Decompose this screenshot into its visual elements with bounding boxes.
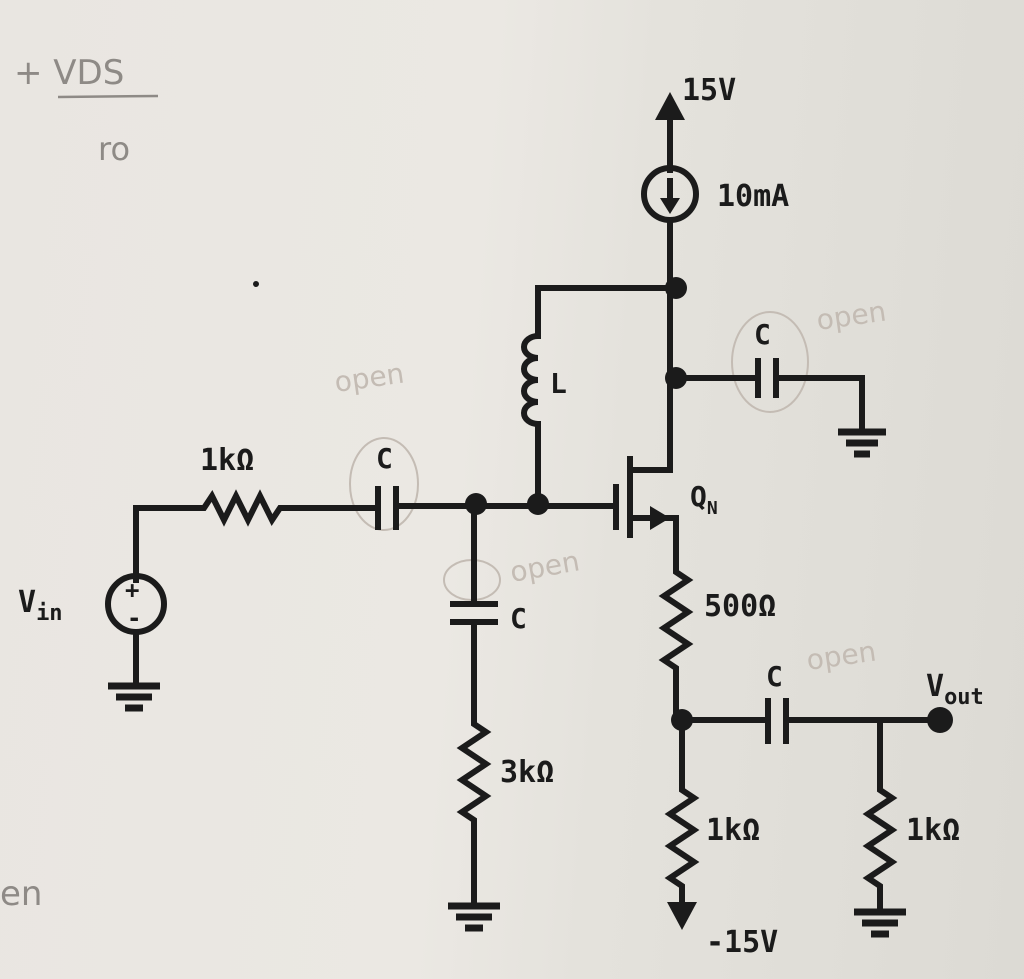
supply-arrow-up-icon xyxy=(655,92,685,120)
inductor-coil xyxy=(521,333,539,427)
ground-icon-load xyxy=(854,908,906,938)
pencil-circle-input-cap xyxy=(349,437,419,531)
current-arrow-down-icon xyxy=(660,198,680,214)
handwritten-open-2: open xyxy=(814,295,888,337)
handwritten-open-1: open xyxy=(332,357,406,399)
resistor-source-label: 500Ω xyxy=(704,589,776,624)
capacitor-shunt: C xyxy=(450,501,527,635)
capacitor-output-label: C xyxy=(766,660,783,693)
formula-denominator: ro xyxy=(98,130,130,168)
vin-label: Vin xyxy=(18,585,63,626)
minus-icon: - xyxy=(127,604,141,632)
capacitor-bypass: C xyxy=(673,318,886,458)
paper-speck xyxy=(253,281,259,287)
supply-positive-label: 15V xyxy=(682,73,736,108)
pencil-circle-bypass-cap xyxy=(731,311,809,413)
capacitor-shunt-label: C xyxy=(510,602,527,635)
transistor-label: QN xyxy=(690,480,718,519)
resistor-gate-label: 3kΩ xyxy=(500,755,554,790)
input-source-vin: + - Vin xyxy=(18,505,195,712)
capacitor-output: C xyxy=(679,660,941,744)
inductor-label: L xyxy=(550,367,567,400)
plus-icon: + xyxy=(125,576,139,604)
supply-negative-label: -15V xyxy=(706,925,778,960)
ground-icon-source xyxy=(108,682,160,712)
current-source-label: 10mA xyxy=(717,179,789,214)
supply-arrow-down-icon xyxy=(667,902,697,930)
handwritten-open-4: open xyxy=(804,635,878,677)
resistor-source-500: 500Ω xyxy=(658,563,776,725)
handwritten-formula: + VDS ro xyxy=(14,53,159,168)
resistor-load-1k: 1kΩ xyxy=(854,717,960,938)
source-arrow-icon xyxy=(650,506,670,530)
resistor-bottom-1k: 1kΩ -15V xyxy=(664,717,778,960)
resistor-load-label: 1kΩ xyxy=(906,813,960,848)
transistor-qn: QN xyxy=(613,456,718,569)
resistor-bottom-label: 1kΩ xyxy=(706,813,760,848)
capacitor-bypass-label: C xyxy=(754,318,771,351)
resistor-input-1k: 1kΩ xyxy=(189,443,379,527)
handwritten-fragment: en xyxy=(0,874,42,914)
current-source: 10mA xyxy=(641,165,789,223)
ground-icon-bypass xyxy=(838,428,886,458)
ground-icon-gate xyxy=(448,902,500,932)
formula-numerator: + VDS xyxy=(14,53,124,93)
input-wire xyxy=(133,505,195,583)
resistor-gate-3k: 3kΩ xyxy=(448,619,554,932)
fraction-bar xyxy=(57,94,159,99)
vout-label: Vout xyxy=(926,669,984,710)
capacitor-input-label: C xyxy=(376,442,393,475)
vout-terminal xyxy=(927,707,953,733)
inductor-L: L xyxy=(521,285,679,503)
capacitor-input: C xyxy=(375,442,615,530)
supply-positive: 15V xyxy=(655,73,736,173)
resistor-input-label: 1kΩ xyxy=(200,443,254,478)
handwritten-open-3: open xyxy=(507,544,582,589)
node-gate-inductor xyxy=(527,493,549,515)
